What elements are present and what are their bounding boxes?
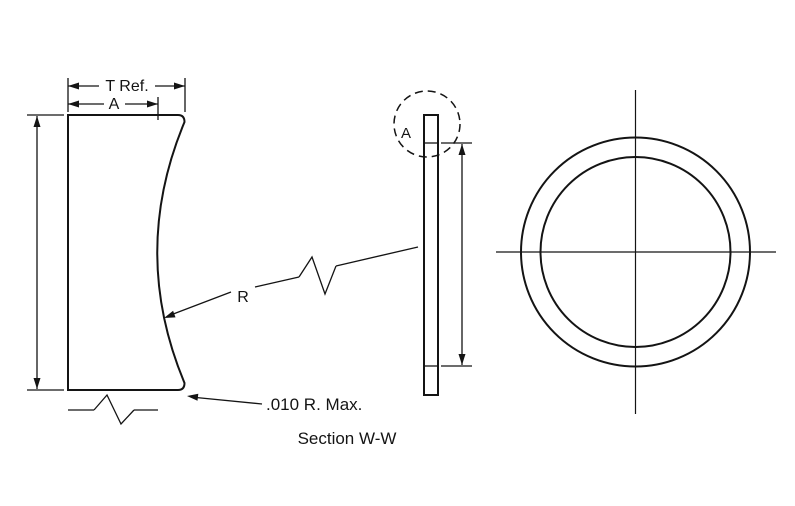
t-ref-dimension: T Ref.	[67, 78, 186, 112]
cross-section-outline	[67, 114, 186, 391]
arrowhead-down	[33, 378, 41, 389]
section-caption: Section W-W	[298, 429, 397, 448]
cross-section-view: T Ref. A	[27, 78, 419, 426]
corner-radius-callout: .010 R. Max.	[187, 393, 362, 414]
arrowhead-down	[458, 354, 466, 365]
edge-view: A	[393, 90, 472, 396]
arrowhead-corner	[187, 393, 199, 401]
radius-label: R	[237, 289, 249, 306]
callout-leader	[195, 396, 263, 405]
bottom-break-line	[68, 393, 158, 426]
detail-callout: A	[393, 90, 461, 158]
leader-seg-2	[254, 276, 300, 288]
arrowhead-up	[458, 144, 466, 155]
inner-diameter-dimension	[441, 142, 472, 367]
leader-seg-3	[335, 246, 419, 267]
leader-seg-1	[167, 291, 232, 317]
arrowhead-r	[164, 310, 176, 318]
break-zigzag	[93, 393, 135, 426]
arrowhead-right	[147, 100, 158, 108]
detail-marker-label: A	[401, 125, 411, 142]
arrowhead-left	[68, 82, 79, 90]
face-view	[496, 90, 776, 414]
t-ref-label: T Ref.	[105, 78, 148, 95]
a-dimension: A	[68, 96, 159, 120]
detail-circle	[393, 90, 461, 158]
radius-leader: R	[164, 246, 419, 318]
height-dimension	[27, 114, 64, 391]
arrowhead-right	[174, 82, 185, 90]
a-dim-label: A	[109, 96, 120, 113]
leader-break-zigzag	[298, 255, 337, 296]
edge-view-outline	[423, 114, 439, 396]
arrowhead-left	[68, 100, 79, 108]
corner-radius-note: .010 R. Max.	[266, 395, 362, 414]
arrowhead-up	[33, 116, 41, 127]
